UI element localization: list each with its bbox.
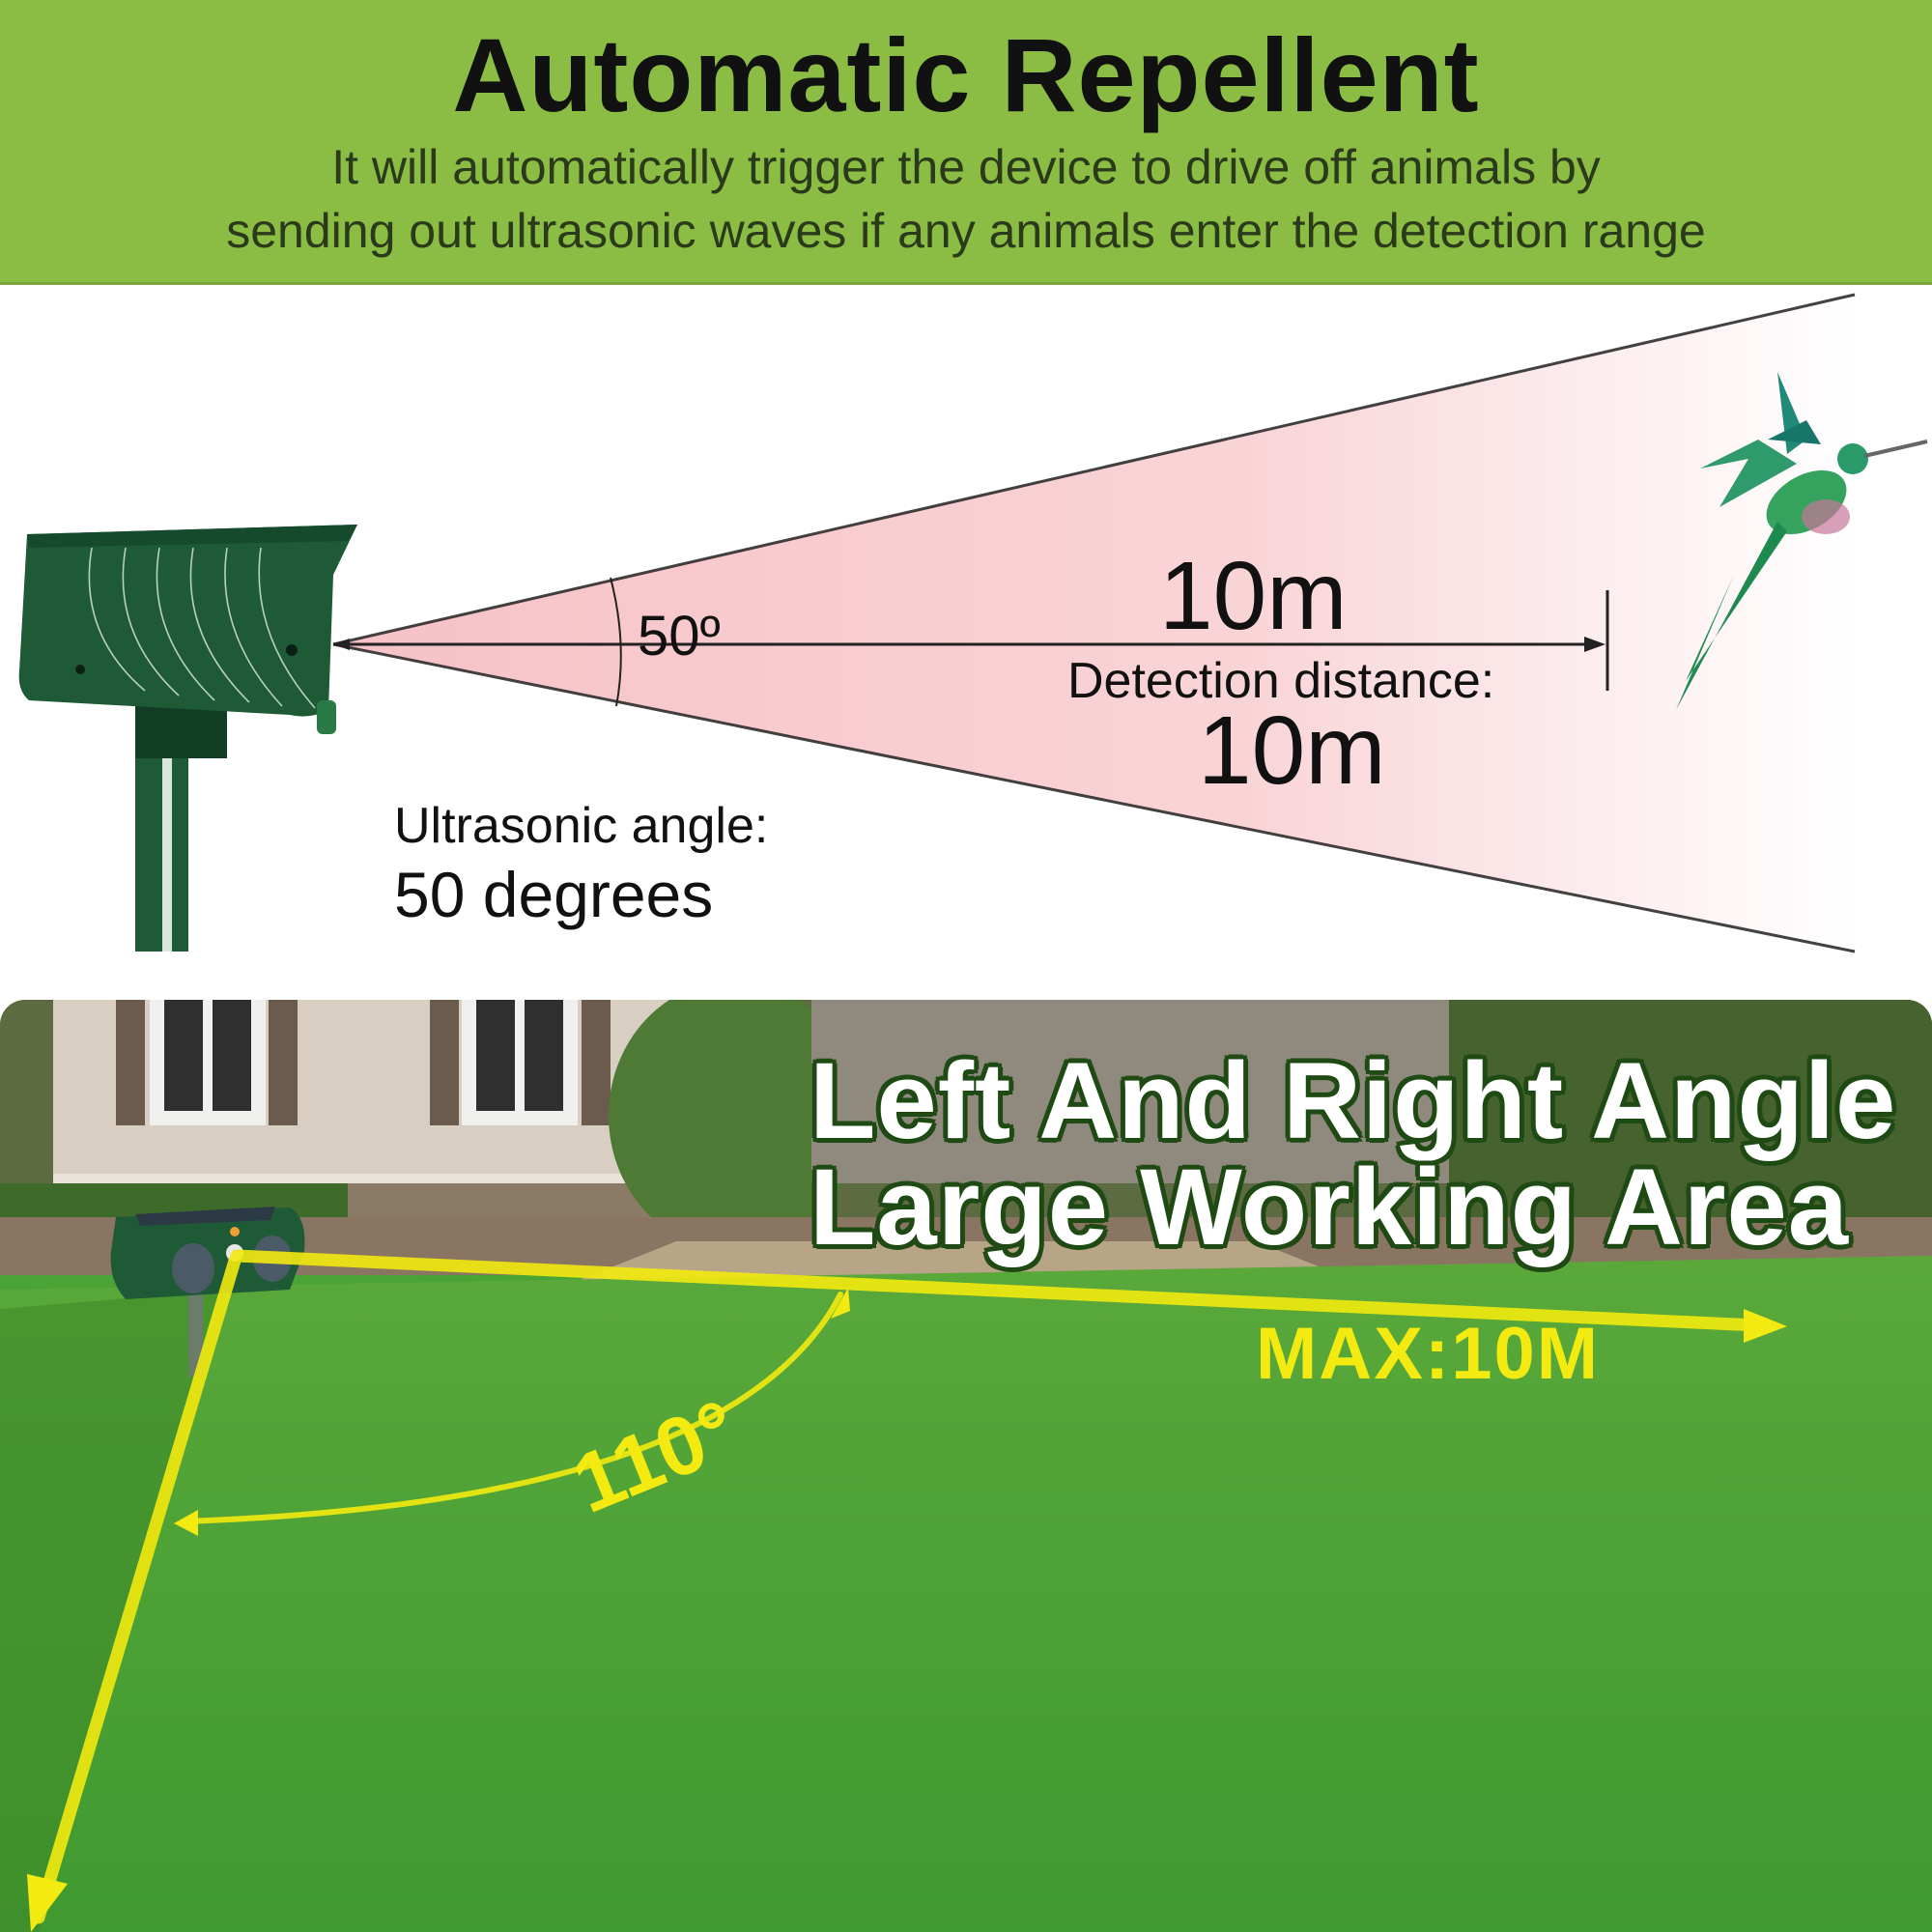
lawn-grass (0, 1256, 1932, 1932)
lawn-title-line-2: Large Working Area (810, 1147, 1850, 1267)
shrub (609, 1000, 860, 1251)
page-title: Automatic Repellent (452, 16, 1480, 133)
hummingbird-icon (1676, 372, 1928, 710)
distance-top-label: 10m (1159, 542, 1348, 650)
cone-angle-marker: 50º (638, 605, 721, 668)
detection-diagram: 50º 10m Detection distance: 10m Ultrason… (0, 285, 1932, 990)
solar-repeller-device-icon (110, 1207, 305, 1377)
lawn-photo-section: Left And Right Angle Large Working Area … (0, 1000, 1932, 1932)
subtitle-line-1: It will automatically trigger the device… (331, 140, 1601, 194)
ultrasonic-angle-value: 50 degrees (394, 859, 714, 930)
lawn-title-line-1: Left And Right Angle (810, 1040, 1897, 1161)
house-wall (53, 1000, 671, 1188)
repeller-device-icon (18, 525, 357, 952)
header-banner: Automatic Repellent It will automaticall… (0, 0, 1932, 285)
detection-distance-label: Detection distance: (1067, 653, 1495, 709)
detection-distance-value: 10m (1198, 696, 1386, 805)
detection-cone (333, 295, 1855, 952)
lawn-scene (0, 1000, 1932, 1932)
subtitle-line-2: sending out ultrasonic waves if any anim… (226, 204, 1706, 258)
ultrasonic-angle-label: Ultrasonic angle: (394, 798, 769, 854)
max-distance-label: MAX:10M (1256, 1313, 1601, 1395)
detection-cone-graphic (18, 293, 1928, 953)
